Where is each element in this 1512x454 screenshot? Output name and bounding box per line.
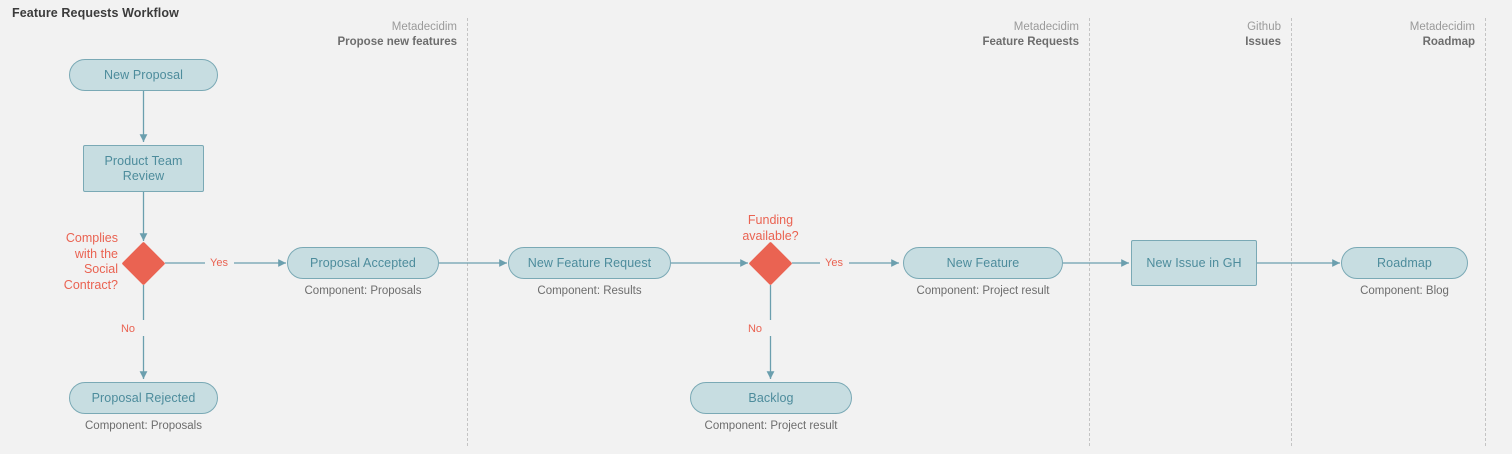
caption-backlog: Component: Project result (704, 420, 838, 432)
caption-new-feature: Component: Project result (916, 285, 1050, 297)
lane-name-label: Feature Requests (982, 36, 1079, 48)
lane-org-label: Github (1247, 21, 1281, 33)
decision-label-line-1: Complies (65, 231, 118, 245)
lane-divider-1 (467, 18, 468, 446)
edge-label-social-contract-yes: Yes (210, 257, 228, 269)
lane-name-label: Roadmap (1422, 36, 1475, 48)
decision-label-line-2: available? (742, 228, 799, 243)
decision-label-line-2: with the (74, 246, 118, 261)
lane-name-label: Propose new features (337, 36, 457, 48)
edge-label-funding-no: No (747, 323, 762, 335)
node-new-issue-in-gh[interactable]: New Issue in GH (1131, 240, 1257, 286)
lane-org-label: Metadecidim (1409, 21, 1475, 33)
lane-divider-2 (1089, 18, 1090, 446)
caption-proposal-accepted: Component: Proposals (304, 285, 422, 297)
node-product-team-review[interactable]: Product Team Review (83, 145, 204, 192)
node-proposal-accepted[interactable]: Proposal Accepted (287, 247, 439, 279)
lane-header-propose-new-features: Metadecidim Propose new features (217, 20, 457, 50)
node-proposal-rejected[interactable]: Proposal Rejected (69, 382, 218, 414)
node-backlog[interactable]: Backlog (690, 382, 852, 414)
page-title: Feature Requests Workflow (12, 6, 179, 20)
caption-proposal-rejected: Component: Proposals (85, 420, 202, 432)
edge-label-funding-yes: Yes (825, 257, 843, 269)
lane-header-github-issues: Github Issues (1081, 20, 1281, 50)
lane-header-feature-requests: Metadecidim Feature Requests (839, 20, 1079, 50)
lane-divider-4 (1485, 18, 1486, 446)
decision-label-line-4: Contract? (63, 277, 118, 292)
lane-header-roadmap: Metadecidim Roadmap (1275, 20, 1475, 50)
lane-divider-3 (1291, 18, 1292, 446)
node-new-feature-request[interactable]: New Feature Request (508, 247, 671, 279)
decision-label-line-1: Funding (747, 213, 794, 227)
lane-name-label: Issues (1245, 36, 1281, 48)
edge-label-social-contract-no: No (120, 323, 135, 335)
lane-org-label: Metadecidim (391, 21, 457, 33)
node-label-line-2: Review (122, 168, 165, 183)
decision-label-funding-available: Funding available? (700, 213, 841, 244)
caption-roadmap: Component: Blog (1360, 285, 1449, 297)
lane-org-label: Metadecidim (1013, 21, 1079, 33)
decision-label-social-contract: Complies with the Social Contract? (0, 231, 118, 293)
decision-label-line-3: Social (83, 262, 118, 276)
node-label-line-1: Product Team (104, 153, 183, 168)
node-new-feature[interactable]: New Feature (903, 247, 1063, 279)
node-roadmap[interactable]: Roadmap (1341, 247, 1468, 279)
node-new-proposal[interactable]: New Proposal (69, 59, 218, 91)
caption-new-feature-request: Component: Results (537, 285, 642, 297)
